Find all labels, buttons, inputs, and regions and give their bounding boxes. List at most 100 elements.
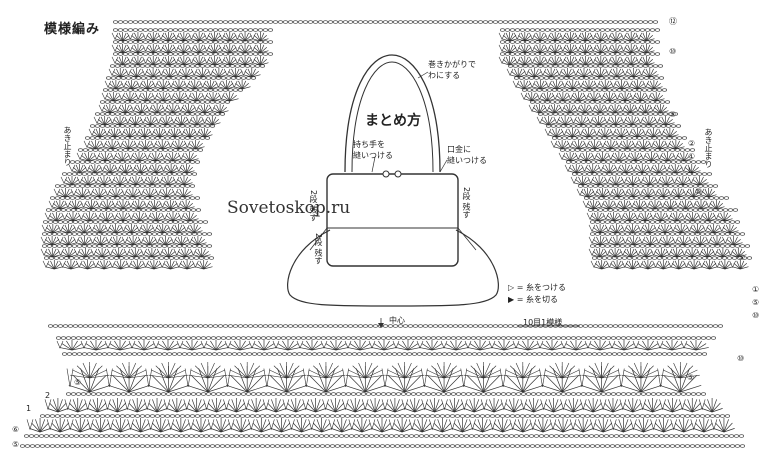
- chain-row: [78, 148, 204, 152]
- note-left-rows-2: 2段 残す: [314, 233, 323, 265]
- chain-row: [100, 100, 231, 104]
- bag-hinge: [309, 227, 328, 251]
- chain-row: [507, 64, 663, 68]
- chain-row: [66, 392, 706, 396]
- chain-row: [90, 124, 216, 128]
- row-number: ⑫: [669, 17, 677, 26]
- row-number: ⑤: [74, 378, 82, 387]
- chain-row: [23, 434, 744, 438]
- fan-row: [588, 248, 747, 258]
- note-center: 中心: [389, 316, 405, 325]
- row-number: ⑤: [669, 110, 677, 119]
- fan-row: [582, 200, 725, 210]
- chain-row: [41, 232, 213, 236]
- bag-frame: [326, 173, 459, 267]
- row-number: ②: [688, 139, 696, 148]
- legend-cut: ▶ = 糸を切る: [508, 295, 558, 304]
- fan-row: [104, 80, 251, 90]
- chain-row: [85, 136, 211, 140]
- bag-handle: [344, 54, 441, 173]
- fan-row: [41, 224, 203, 234]
- chain-row: [70, 160, 201, 164]
- fan-row: [93, 116, 221, 126]
- watermark: Sovetoskop.ru: [227, 198, 351, 218]
- fan-row: [68, 164, 195, 174]
- chain-row: [589, 232, 745, 236]
- chain-row: [113, 40, 273, 44]
- row-number: ⑩: [752, 311, 760, 320]
- note-wrap-top-2: わにする: [428, 71, 461, 80]
- fan-row: [586, 212, 733, 222]
- chain-row: [42, 220, 209, 224]
- pattern-title: 模様編み: [44, 22, 101, 37]
- note-handle-sew: 持ち手を: [353, 140, 385, 149]
- chain-row: [589, 244, 750, 248]
- row-number: ⑤: [738, 253, 746, 262]
- row-number: ⑤: [752, 298, 760, 307]
- center-arrowhead: [378, 323, 384, 328]
- row-number: 1: [26, 404, 32, 413]
- row-number: ⑩: [737, 354, 745, 363]
- chain-row: [41, 244, 213, 248]
- chain-row: [19, 444, 745, 448]
- fan-row: [528, 104, 669, 114]
- note-left-stop: あき止まり: [63, 126, 72, 166]
- fan-row: [108, 68, 261, 78]
- chain-row: [565, 160, 706, 164]
- chain-row: [499, 52, 660, 56]
- fan-row: [53, 188, 193, 198]
- chain-row: [106, 76, 257, 80]
- fan-row: [512, 80, 663, 90]
- fan-row: [44, 212, 199, 222]
- chain-row: [113, 20, 658, 24]
- pointer-line: [439, 159, 448, 173]
- assembly-title: まとめ方: [365, 113, 421, 129]
- clasp-knob: [394, 170, 402, 178]
- chain-row: [39, 414, 730, 418]
- fan-row: [56, 340, 709, 351]
- fan-row: [544, 128, 679, 138]
- chain-row: [499, 28, 660, 32]
- note-wrap-top: 巻きかがりで: [428, 60, 476, 69]
- chain-row: [103, 88, 244, 92]
- fan-row: [42, 260, 213, 270]
- fan-row: [60, 176, 193, 186]
- fan-row: [520, 92, 665, 102]
- row-number: ①: [688, 152, 696, 161]
- fan-row-large: [66, 366, 702, 393]
- chain-row: [571, 172, 712, 176]
- chain-row: [589, 220, 740, 224]
- bag-hinge: [457, 227, 477, 251]
- fan-row: [111, 32, 269, 42]
- row-number: ⑥: [12, 425, 20, 434]
- fan-row: [111, 44, 269, 54]
- bag-handle-inner: [351, 61, 434, 173]
- row-number: ⑤: [687, 373, 695, 382]
- chain-row: [513, 76, 664, 80]
- chain-row: [545, 124, 681, 128]
- note-right-stop: あき止まり: [704, 128, 713, 168]
- chain-row: [61, 352, 707, 356]
- note-right-rows: 2段 残す: [462, 187, 471, 219]
- fan-row: [76, 152, 199, 162]
- chain-row: [47, 324, 723, 328]
- fan-row: [570, 176, 709, 186]
- chain-row: [95, 112, 226, 116]
- pointer-line: [371, 156, 376, 173]
- fan-row: [550, 140, 685, 150]
- row-number: ①: [752, 285, 760, 294]
- chain-row: [113, 28, 273, 32]
- row-number: L: [688, 166, 693, 175]
- fan-row: [26, 418, 735, 433]
- fan-row: [88, 128, 213, 138]
- fan-row: [40, 236, 207, 246]
- chain-row: [45, 208, 202, 212]
- fan-row: [564, 164, 701, 174]
- row-number: ⑩: [695, 187, 703, 196]
- note-repeat: 10目1模様: [523, 318, 563, 327]
- fan-row: [498, 44, 655, 54]
- fan-row: [48, 200, 195, 210]
- fan-row: [558, 152, 693, 162]
- chain-row: [537, 112, 678, 116]
